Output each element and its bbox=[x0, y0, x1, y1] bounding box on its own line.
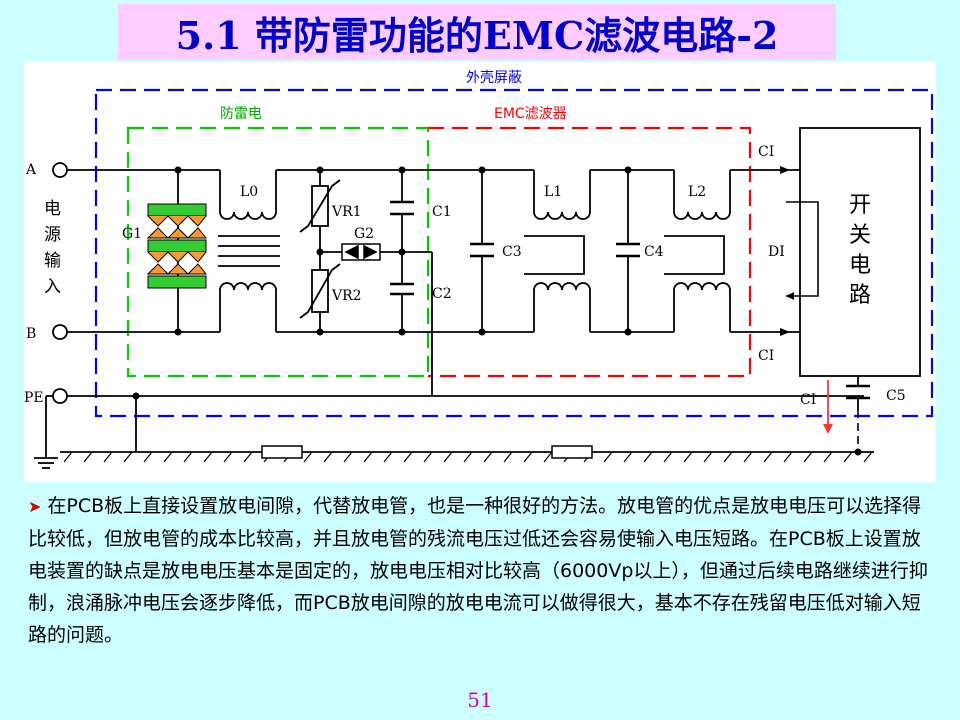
description-paragraph: ➤在PCB板上直接设置放电间隙，代替放电管，也是一种很好的方法。放电管的优点是放… bbox=[28, 490, 938, 651]
lightning-label: 防雷电 bbox=[220, 106, 262, 122]
svg-text:关: 关 bbox=[849, 223, 871, 248]
svg-text:开: 开 bbox=[849, 193, 871, 218]
ci-bottom-label: CI bbox=[758, 348, 774, 364]
di-loop bbox=[786, 201, 819, 297]
ground-resistor-2 bbox=[551, 445, 593, 459]
l0-label: L0 bbox=[240, 184, 258, 200]
c5-capacitor bbox=[846, 384, 870, 400]
c5-label: C5 bbox=[886, 388, 906, 404]
terminal-a-label: A bbox=[25, 162, 37, 178]
c4-label: C4 bbox=[644, 244, 664, 260]
title-banner: 5.1 带防雷功能的EMC滤波电路-2 bbox=[118, 4, 836, 60]
junctions bbox=[132, 166, 862, 456]
ci-bottom-arrow bbox=[780, 328, 790, 336]
svg-text:电: 电 bbox=[44, 199, 61, 219]
terminal-b bbox=[52, 324, 68, 340]
g2-spark-gap bbox=[341, 243, 381, 261]
ground-hatch bbox=[63, 451, 873, 463]
switching-circuit-label: 开 关 电 路 bbox=[849, 193, 871, 308]
svg-text:入: 入 bbox=[44, 277, 61, 297]
c3-label: C3 bbox=[502, 244, 522, 260]
g2-label: G2 bbox=[354, 226, 374, 242]
svg-text:源: 源 bbox=[44, 225, 61, 245]
l1-label: L1 bbox=[544, 184, 562, 200]
slide-title: 5.1 带防雷功能的EMC滤波电路-2 bbox=[175, 12, 779, 58]
vr2-label: VR2 bbox=[331, 288, 362, 304]
c3-capacitor bbox=[470, 242, 494, 258]
terminal-pe bbox=[52, 388, 68, 404]
ci-ground-arrow bbox=[823, 424, 833, 434]
emc-label: EMC滤波器 bbox=[494, 106, 567, 122]
switching-circuit-box bbox=[799, 127, 921, 377]
c2-label: C2 bbox=[432, 286, 452, 302]
l0-inductor bbox=[218, 211, 280, 291]
ci-top-arrow bbox=[780, 166, 790, 174]
vr1-label: VR1 bbox=[331, 204, 362, 220]
bullet-arrow-icon: ➤ bbox=[28, 497, 42, 516]
terminal-pe-label: PE bbox=[24, 390, 44, 406]
l2-inductor bbox=[664, 211, 731, 291]
circuit-svg: 外壳屏蔽 防雷电 EMC滤波器 A B PE 电 源 输 入 bbox=[24, 69, 934, 469]
emc-region bbox=[428, 126, 752, 378]
paragraph-text: 在PCB板上直接设置放电间隙，代替放电管，也是一种很好的方法。放电管的优点是放电… bbox=[28, 495, 928, 646]
l1-inductor bbox=[524, 211, 591, 291]
c4-capacitor bbox=[616, 242, 640, 258]
ci-ground-label: CI bbox=[800, 392, 816, 408]
di-label: DI bbox=[768, 244, 785, 260]
shield-region bbox=[94, 88, 934, 418]
wiring bbox=[34, 169, 874, 469]
c1-label: C1 bbox=[432, 204, 452, 220]
terminal-b-label: B bbox=[26, 326, 36, 342]
svg-text:电: 电 bbox=[849, 253, 871, 278]
varistors bbox=[299, 179, 341, 319]
g1-label: G1 bbox=[122, 226, 142, 242]
ci-top-label: CI bbox=[758, 144, 774, 160]
di-arrow bbox=[786, 292, 794, 300]
ground-resistor-1 bbox=[261, 445, 303, 459]
svg-text:输: 输 bbox=[44, 251, 61, 271]
power-input-label: 电 源 输 入 bbox=[44, 199, 61, 297]
terminal-a bbox=[52, 162, 68, 178]
l2-label: L2 bbox=[688, 184, 706, 200]
c1-c2-capacitors bbox=[390, 200, 414, 296]
circuit-diagram: 外壳屏蔽 防雷电 EMC滤波器 A B PE 电 源 输 入 bbox=[24, 62, 936, 482]
svg-text:路: 路 bbox=[849, 283, 871, 308]
page-number: 51 bbox=[467, 688, 493, 712]
g1-discharge-tube bbox=[146, 203, 208, 289]
shield-label: 外壳屏蔽 bbox=[466, 69, 522, 86]
